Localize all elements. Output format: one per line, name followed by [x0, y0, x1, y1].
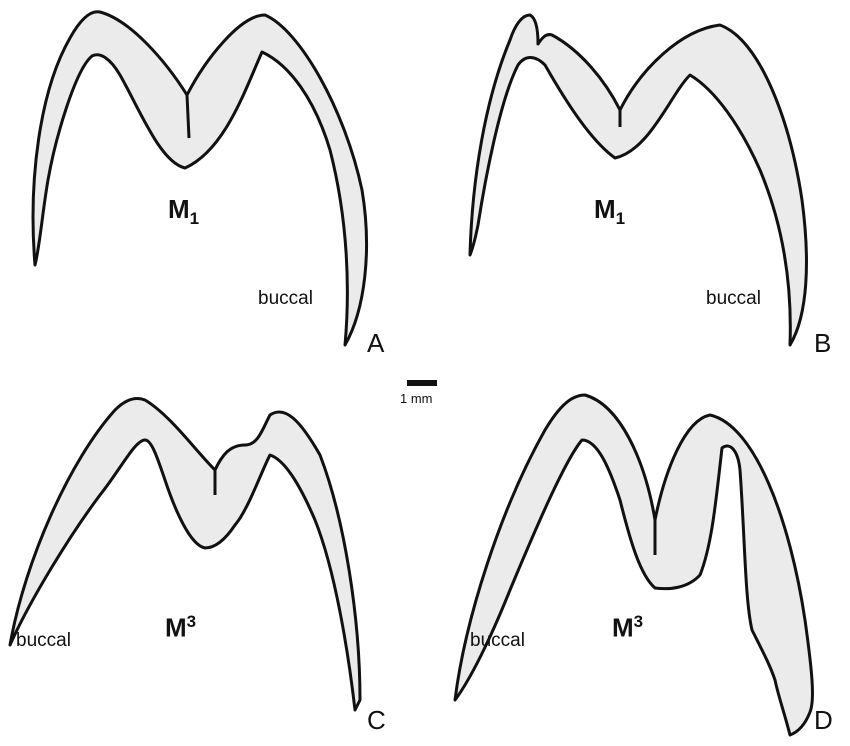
panel-letter-d: D	[814, 705, 833, 735]
scale-bar-label: 1 mm	[400, 391, 433, 406]
tooth-letter: M	[165, 612, 187, 643]
panel-letter-a: A	[367, 328, 385, 358]
tooth-label-b: M1	[594, 194, 625, 229]
tooth-index: 3	[186, 612, 197, 631]
tooth-label-c: M3	[165, 612, 196, 644]
buccal-label-d: buccal	[470, 630, 525, 651]
tooth-label-a: M1	[168, 194, 199, 229]
buccal-label-b: buccal	[706, 288, 761, 309]
panel-letter-c: C	[367, 705, 386, 735]
tooth-letter: M	[594, 194, 616, 224]
tooth-index: 1	[189, 209, 200, 229]
panel-letter-b: B	[814, 328, 832, 358]
scale-bar	[407, 380, 437, 386]
tooth-label-d: M3	[612, 612, 643, 644]
tooth-outline-a	[31, 10, 369, 347]
tooth-index: 3	[633, 612, 644, 631]
tooth-index: 1	[615, 209, 626, 229]
notch-line-a	[185, 94, 191, 139]
tooth-letter: M	[612, 612, 634, 643]
tooth-outline-d	[453, 393, 814, 737]
buccal-label-a: buccal	[258, 288, 313, 309]
tooth-letter: M	[168, 194, 190, 224]
buccal-label-c: buccal	[16, 630, 71, 651]
tooth-outline-c	[8, 396, 362, 712]
tooth-outline-b	[468, 13, 808, 347]
